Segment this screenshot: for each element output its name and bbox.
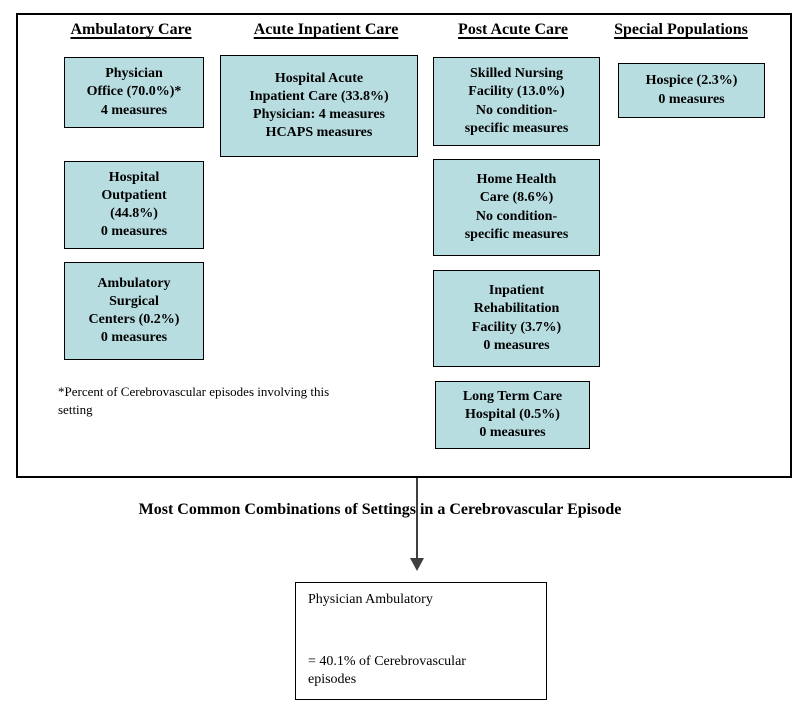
down-arrow-line [416,478,418,560]
box-home-health-care: Home Health Care (8.6%) No condition- sp… [433,159,600,256]
box-hospice: Hospice (2.3%) 0 measures [618,63,765,118]
column-header-ambulatory-care: Ambulatory Care [70,21,192,38]
combination-value: = 40.1% of Cerebrovascular episodes [308,653,466,687]
box-physician-office: Physician Office (70.0%)* 4 measures [64,57,204,128]
box-ambulatory-surgical-centers: Ambulatory Surgical Centers (0.2%) 0 mea… [64,262,204,360]
column-header-post-acute-care: Post Acute Care [458,21,568,38]
column-header-acute-inpatient-care: Acute Inpatient Care [253,21,399,38]
column-header-special-populations: Special Populations [614,21,748,38]
combination-heading: Physician Ambulatory [308,592,433,607]
box-inpatient-rehabilitation-facility: Inpatient Rehabilitation Facility (3.7%)… [433,270,600,367]
box-hospital-outpatient: Hospital Outpatient (44.8%) 0 measures [64,161,204,249]
down-arrow-icon [410,558,424,571]
combination-box: Physician Ambulatory = 40.1% of Cerebrov… [295,582,547,700]
footnote: *Percent of Cerebrovascular episodes inv… [58,384,330,417]
box-hospital-acute-inpatient-care: Hospital Acute Inpatient Care (33.8%) Ph… [220,55,418,157]
box-long-term-care-hospital: Long Term Care Hospital (0.5%) 0 measure… [435,381,590,449]
box-skilled-nursing-facility: Skilled Nursing Facility (13.0%) No cond… [433,57,600,146]
combinations-title: Most Common Combinations of Settings in … [138,501,622,518]
